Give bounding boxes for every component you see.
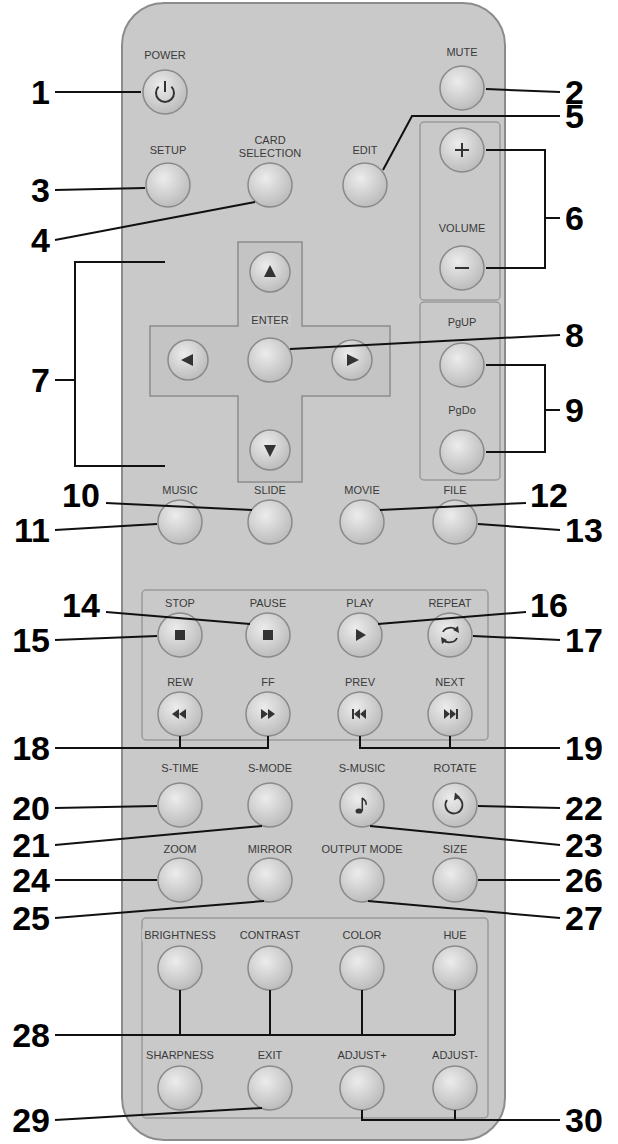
buttons (143, 66, 484, 1110)
callout-number: 23 (565, 828, 603, 862)
callout-number: 16 (530, 588, 568, 622)
button-label: CARD SELECTION (228, 134, 312, 159)
callout-number: 1 (31, 75, 50, 109)
button-label: REPEAT (426, 597, 473, 610)
button-label: S-TIME (159, 762, 200, 775)
button-label: ENTER (249, 314, 290, 327)
callout-number: 25 (12, 901, 50, 935)
button-label: FF (259, 676, 276, 689)
callout-number: 15 (12, 623, 50, 657)
button-label: PAUSE (248, 597, 288, 610)
button-label: STOP (163, 597, 197, 610)
button-label: ADJUST- (430, 1049, 480, 1062)
callout-number: 18 (12, 731, 50, 765)
button-label: VOLUME (437, 222, 487, 235)
button-label: SHARPNESS (144, 1049, 216, 1062)
button-label: SIZE (441, 843, 469, 856)
callout-number: 24 (12, 863, 50, 897)
button-label: PREV (343, 676, 377, 689)
callout-number: 19 (565, 731, 603, 765)
callout-number: 7 (31, 363, 50, 397)
callout-number: 12 (530, 478, 568, 512)
callout-number: 21 (12, 828, 50, 862)
leader-lines (55, 89, 560, 1120)
callout-number: 6 (565, 201, 584, 235)
callout-number: 26 (565, 863, 603, 897)
button-label: EXIT (256, 1049, 284, 1062)
button-label: CONTRAST (238, 929, 303, 942)
button-label: NEXT (433, 676, 466, 689)
button-label: ROTATE (432, 762, 479, 775)
button-label: EDIT (350, 144, 379, 157)
button-label: S-MODE (246, 762, 294, 775)
button-label: PLAY (344, 597, 375, 610)
callout-number: 4 (31, 223, 50, 257)
callout-number: 3 (31, 173, 50, 207)
button-label: BRIGHTNESS (142, 929, 218, 942)
button-label: PgDo (446, 404, 478, 417)
button-label: REW (165, 676, 195, 689)
button-label: ZOOM (162, 843, 199, 856)
button-label: HUE (441, 929, 468, 942)
callout-number: 30 (565, 1103, 603, 1137)
callout-number: 13 (565, 513, 603, 547)
remote-body (122, 3, 505, 1140)
button-icons (156, 81, 469, 814)
callout-number: 20 (12, 791, 50, 825)
callout-number: 17 (565, 623, 603, 657)
button-label: COLOR (340, 929, 383, 942)
button-label: FILE (441, 484, 468, 497)
callout-number: 8 (565, 318, 584, 352)
button-label: S-MUSIC (337, 762, 387, 775)
button-label: OUTPUT MODE (319, 843, 404, 856)
callout-number: 14 (62, 588, 100, 622)
button-label: POWER (142, 49, 188, 62)
callout-number: 28 (12, 1018, 50, 1052)
callout-number: 10 (62, 478, 100, 512)
button-label: ADJUST+ (335, 1049, 388, 1062)
callout-number: 22 (565, 791, 603, 825)
callout-number: 11 (14, 513, 50, 547)
callout-number: 29 (12, 1103, 50, 1137)
button-label: MOVIE (342, 484, 381, 497)
button-label: PgUP (446, 316, 479, 329)
button-label: SETUP (148, 144, 189, 157)
callout-number: 5 (565, 99, 584, 133)
button-label: SLIDE (252, 484, 288, 497)
button-label: MUTE (444, 46, 479, 59)
button-label: MUSIC (160, 484, 199, 497)
callout-number: 9 (565, 393, 584, 427)
button-label: MIRROR (246, 843, 295, 856)
callout-number: 27 (565, 901, 603, 935)
